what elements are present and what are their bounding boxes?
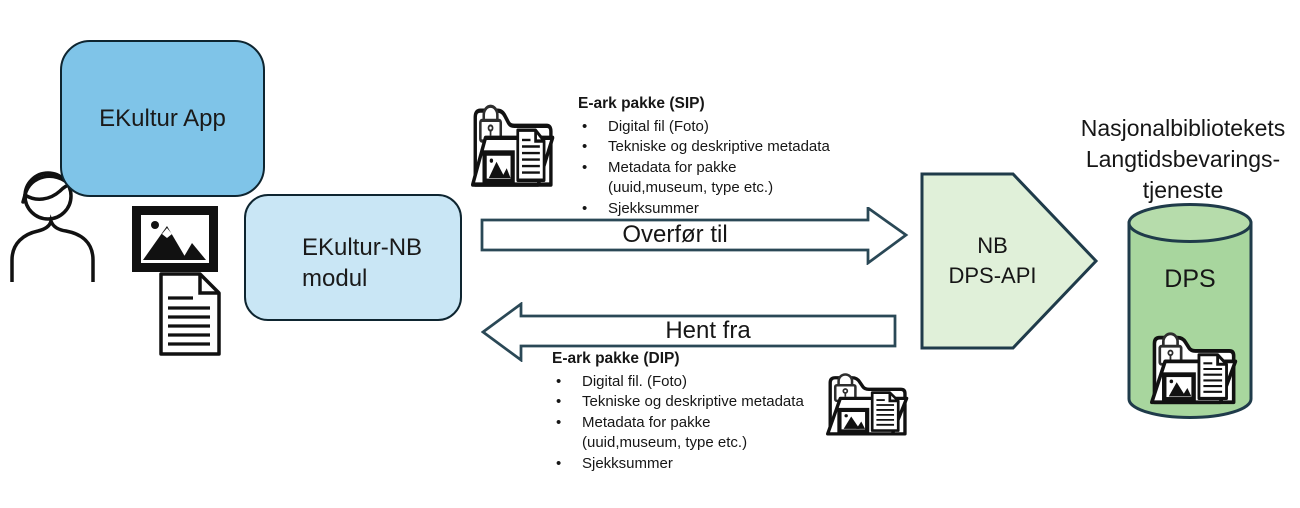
list-item: • Tekniske og deskriptive metadata (552, 392, 862, 412)
dip-package-folder-icon (826, 372, 910, 438)
list-item-continuation: • (uuid,museum, type etc.) (582, 434, 748, 452)
node-nb-dps-api-label: NB DPS-API (948, 233, 1037, 288)
service-title: Nasjonalbibliotekets Langtidsbevarings- … (1080, 115, 1286, 203)
bullet: • (582, 199, 588, 217)
bullet: • (582, 158, 588, 176)
sip-package-list: E-ark pakke (SIP) • Digital fil (Foto) •… (578, 95, 888, 219)
bullet: • (556, 393, 562, 411)
sip-package-title: E-ark pakke (SIP) (578, 95, 705, 112)
node-ekultur-app-label: EKultur App (99, 104, 226, 132)
list-item: • Sjekksummer (578, 199, 888, 219)
node-dps-label: DPS (1164, 265, 1216, 293)
bullet: • (556, 373, 562, 390)
dip-package-title: E-ark pakke (DIP) (552, 350, 680, 367)
node-ekultur-nb-modul-label: EKultur-NB modul (302, 234, 423, 292)
list-item: • Tekniske og deskriptive metadata (578, 137, 888, 157)
sip-package-folder-icon (471, 103, 556, 190)
person-icon (10, 171, 95, 282)
list-item: • Metadata for pakke (578, 158, 888, 178)
list-item: • Metadata for pakke (552, 413, 862, 433)
dip-package-list: E-ark pakke (DIP) • Digital fil. (Foto) … (552, 350, 862, 474)
node-nb-dps-api (920, 172, 1099, 350)
list-item: • Digital fil (Foto) (578, 117, 888, 137)
bullet: • (556, 413, 562, 431)
bullet: • (582, 118, 588, 135)
dps-package-folder-icon (1150, 331, 1239, 407)
fetch-arrow (481, 302, 897, 362)
bullet: • (582, 138, 588, 156)
list-item-continuation: • (uuid,museum, type etc.) (608, 179, 774, 197)
list-item: • Digital fil. (Foto) (552, 372, 862, 392)
node-ekultur-app: EKultur App (60, 40, 265, 197)
bullet: • (556, 454, 562, 472)
list-item: • Sjekksummer (552, 454, 862, 474)
text-document-icon (159, 272, 221, 356)
node-ekultur-nb-modul: EKultur-NB modul (244, 194, 462, 321)
transfer-arrow (480, 207, 909, 265)
framed-photo-icon (132, 206, 218, 272)
